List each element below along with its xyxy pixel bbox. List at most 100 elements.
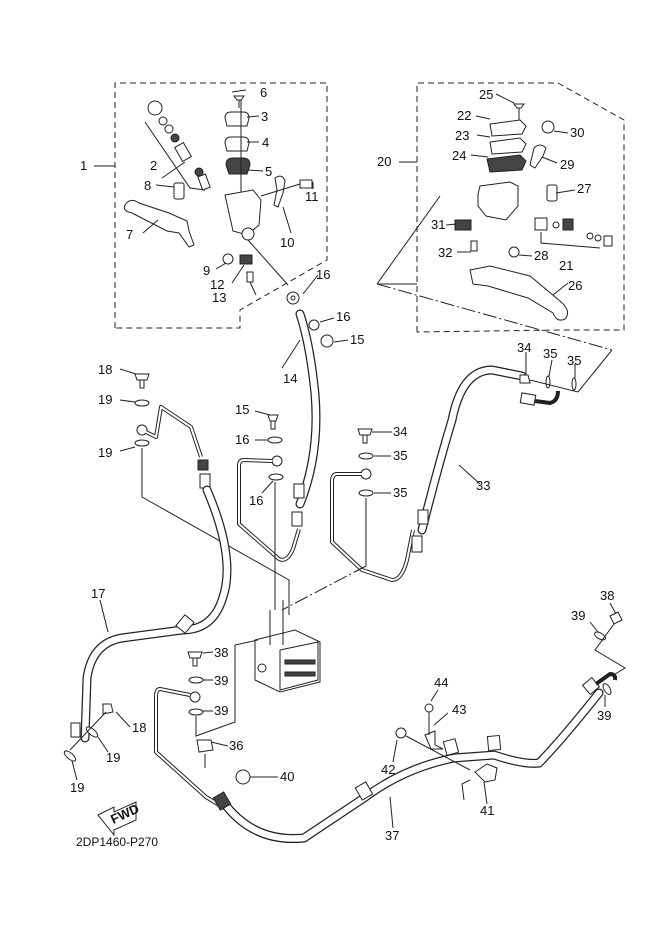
- callout-38a: 38: [214, 645, 228, 660]
- callout-5: 5: [265, 164, 272, 179]
- part-2-seal: [158, 116, 168, 126]
- callout-29: 29: [560, 157, 574, 172]
- brake-hose-33: 33 34 35 35: [411, 340, 613, 553]
- part-40-clamp: [235, 769, 251, 785]
- part-2-cup: [170, 133, 180, 143]
- callout-19b: 19: [98, 445, 112, 460]
- fwd-direction-indicator: FWD: [97, 801, 141, 837]
- callout-20: 20: [377, 154, 391, 169]
- callout-12: 12: [210, 277, 224, 292]
- part-39-washer-b: [188, 708, 204, 716]
- callout-14: 14: [283, 371, 297, 386]
- callout-43: 43: [452, 702, 466, 717]
- part-16-washer-b: [267, 436, 283, 444]
- callout-35d: 35: [393, 485, 407, 500]
- callout-39c: 39: [571, 608, 585, 623]
- callout-35b: 35: [567, 353, 581, 368]
- callout-27: 27: [577, 181, 591, 196]
- callout-38b: 38: [600, 588, 614, 603]
- callout-44: 44: [434, 675, 448, 690]
- callout-36: 36: [229, 738, 243, 753]
- part-27-pivot-bolt: [546, 184, 558, 202]
- callout-19c: 19: [106, 750, 120, 765]
- callout-37: 37: [385, 828, 399, 843]
- callout-11: 11: [305, 189, 319, 204]
- part-8-pivot-bolt: [173, 182, 185, 200]
- part-18-bolt: [134, 373, 150, 381]
- callout-39d: 39: [597, 708, 611, 723]
- part-15-bolt-b: [267, 414, 279, 422]
- part-30-bolt: [541, 120, 555, 134]
- callout-16d: 16: [249, 493, 263, 508]
- callout-33: 33: [476, 478, 490, 493]
- front-master-cylinder-group: 1 2 3 4 5 6 7 8 9 10 11 12 13: [80, 82, 328, 329]
- brake-pipe-18-19: 18 19 19: [98, 362, 290, 615]
- callout-15b: 15: [235, 402, 249, 417]
- callout-39a: 39: [214, 673, 228, 688]
- part-13-screw: [246, 271, 254, 283]
- part-12-switch: [239, 254, 253, 265]
- kit-bracket-2: [144, 121, 206, 191]
- part-3-cover: [224, 111, 250, 127]
- callout-35c: 35: [393, 448, 407, 463]
- banjo-port: [241, 227, 255, 241]
- part-34-bolt-b: [519, 374, 531, 384]
- callout-18a: 18: [98, 362, 112, 377]
- callout-16a: 16: [316, 267, 330, 282]
- drawing-code: 2DP1460-P270: [76, 835, 158, 849]
- brake-pipe-34-35: 34 35 35: [281, 424, 415, 611]
- part-2-ring: [194, 167, 204, 177]
- part-9-nut: [222, 253, 234, 265]
- part-2-spring: [197, 173, 211, 191]
- part-16-washer-c: [268, 473, 284, 481]
- callout-16b: 16: [336, 309, 350, 324]
- callout-9: 9: [203, 263, 210, 278]
- group-boundary-20: [416, 82, 625, 333]
- part-21-boot: [603, 235, 613, 247]
- rear-master-cylinder-group: 20 21 22 23 24 25 26 27 28 29 30 31 32: [376, 82, 625, 351]
- callout-2: 2: [150, 158, 157, 173]
- brake-hose-17: 17 18 19 19: [63, 485, 232, 795]
- part-34-bolt: [357, 428, 373, 436]
- callout-15a: 15: [350, 332, 364, 347]
- callout-39b: 39: [214, 703, 228, 718]
- part-21-spring: [534, 217, 548, 231]
- callout-17: 17: [91, 586, 105, 601]
- master-cylinder-body-rear: [477, 181, 519, 221]
- callout-41: 41: [480, 803, 494, 818]
- part-29-holder: [529, 144, 547, 169]
- callout-16c: 16: [235, 432, 249, 447]
- hose-14-fitting: [293, 483, 305, 499]
- callout-34a: 34: [517, 340, 531, 355]
- callout-24: 24: [452, 148, 466, 163]
- part-38-bolt: [187, 651, 203, 659]
- part-39-washer-a: [188, 676, 204, 684]
- callout-1: 1: [80, 158, 87, 173]
- part-41-holder: [474, 763, 498, 783]
- part-26-lever: [469, 265, 569, 321]
- part-19-washer-b: [134, 439, 150, 447]
- part-39-washer-d: [602, 683, 612, 695]
- callout-35a: 35: [543, 346, 557, 361]
- part-5-diaphragm: [225, 157, 251, 175]
- group-boundary-1: [114, 82, 328, 329]
- callout-10: 10: [280, 235, 294, 250]
- callout-31: 31: [431, 217, 445, 232]
- callout-4: 4: [262, 135, 269, 150]
- callout-6: 6: [260, 85, 267, 100]
- part-42-bolt: [395, 727, 407, 739]
- callout-7: 7: [126, 227, 133, 242]
- part-19-washer-d: [63, 750, 77, 762]
- callout-30: 30: [570, 125, 584, 140]
- callout-34b: 34: [393, 424, 407, 439]
- part-31-switch: [454, 219, 472, 231]
- part-6-screw: [233, 95, 245, 101]
- part-4-plate: [224, 136, 250, 152]
- callout-19a: 19: [98, 392, 112, 407]
- callout-22: 22: [457, 108, 471, 123]
- brake-hose-14: 14 16 16 15: [281, 267, 364, 527]
- callout-3: 3: [261, 109, 268, 124]
- part-35-washer-b: [358, 489, 374, 497]
- part-25-screw: [513, 103, 525, 109]
